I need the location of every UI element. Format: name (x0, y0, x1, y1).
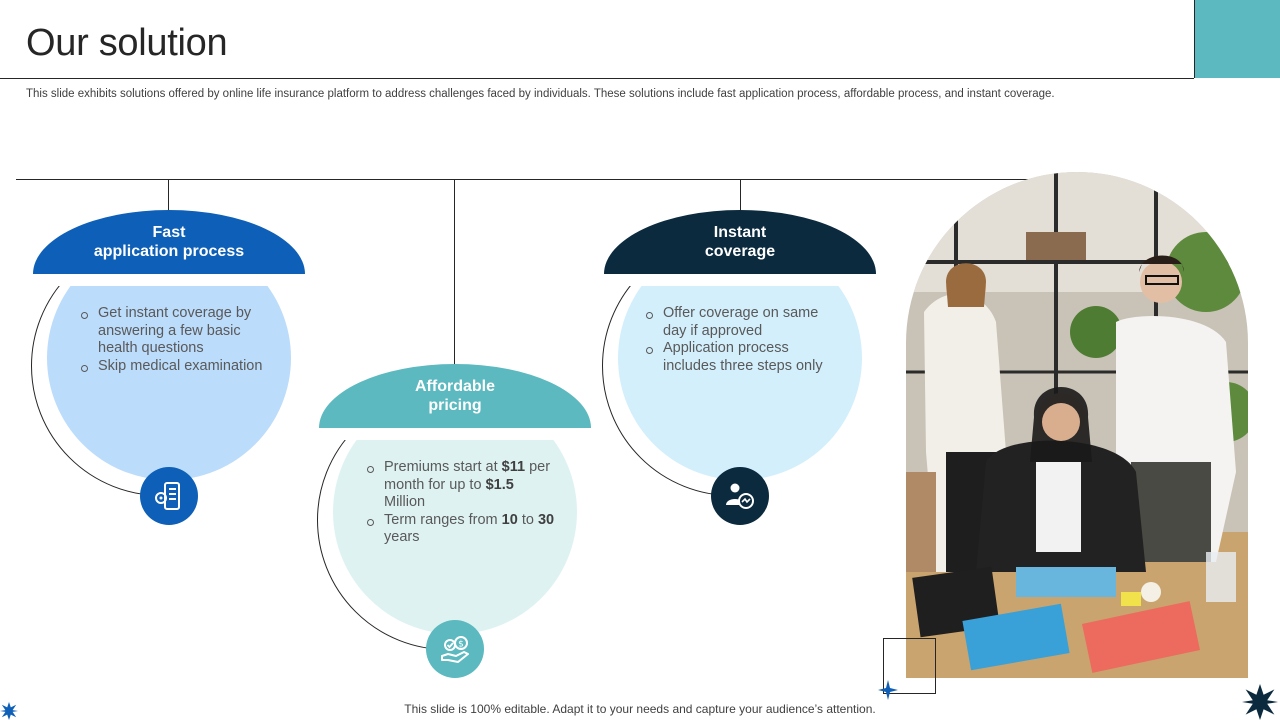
solution-1-title-line1: Fast (152, 224, 186, 241)
list-item: Application process includes three steps… (644, 340, 834, 375)
connector-line-3 (740, 179, 741, 212)
decorative-frame (883, 638, 936, 694)
list-item: Premiums start at $11 per month for up t… (365, 459, 555, 512)
solution-1-bullets: Get instant coverage by answering a few … (79, 305, 269, 375)
list-item: Get instant coverage by answering a few … (79, 305, 269, 358)
phone-gear-icon (140, 467, 198, 525)
list-item: Skip medical examination (79, 358, 269, 376)
corner-accent-block (1194, 0, 1280, 78)
starburst-icon (0, 702, 18, 720)
connector-horizontal-line (16, 179, 1066, 180)
solution-2-bullets: Premiums start at $11 per month for up t… (365, 459, 555, 547)
team-photo (906, 172, 1248, 678)
footer-note: This slide is 100% editable. Adapt it to… (404, 702, 876, 716)
solution-2-title-line2: pricing (428, 397, 482, 414)
solution-2-title-line1: Affordable (415, 378, 495, 395)
solution-3-header: Instant coverage (604, 210, 876, 274)
solution-3-bullets: Offer coverage on same day if approved A… (644, 305, 834, 375)
list-item: Offer coverage on same day if approved (644, 305, 834, 340)
solution-2-header: Affordable pricing (319, 364, 591, 428)
person-chat-icon (711, 467, 769, 525)
solution-1-title-line2: application process (93, 243, 245, 260)
solution-3-title-line1: Instant (713, 224, 767, 241)
solution-3-title-line2: coverage (704, 243, 776, 260)
star-icon (878, 680, 898, 700)
title-divider (0, 78, 1194, 79)
connector-line-2 (454, 179, 455, 367)
svg-text:$: $ (458, 640, 464, 650)
hand-money-icon: $ (426, 620, 484, 678)
connector-line-1 (168, 179, 169, 212)
page-title: Our solution (26, 22, 228, 64)
solution-1-header: Fast application process (33, 210, 305, 274)
page-subtitle: This slide exhibits solutions offered by… (26, 88, 1055, 100)
list-item: Term ranges from 10 to 30 years (365, 512, 555, 547)
starburst-icon (1242, 684, 1278, 720)
